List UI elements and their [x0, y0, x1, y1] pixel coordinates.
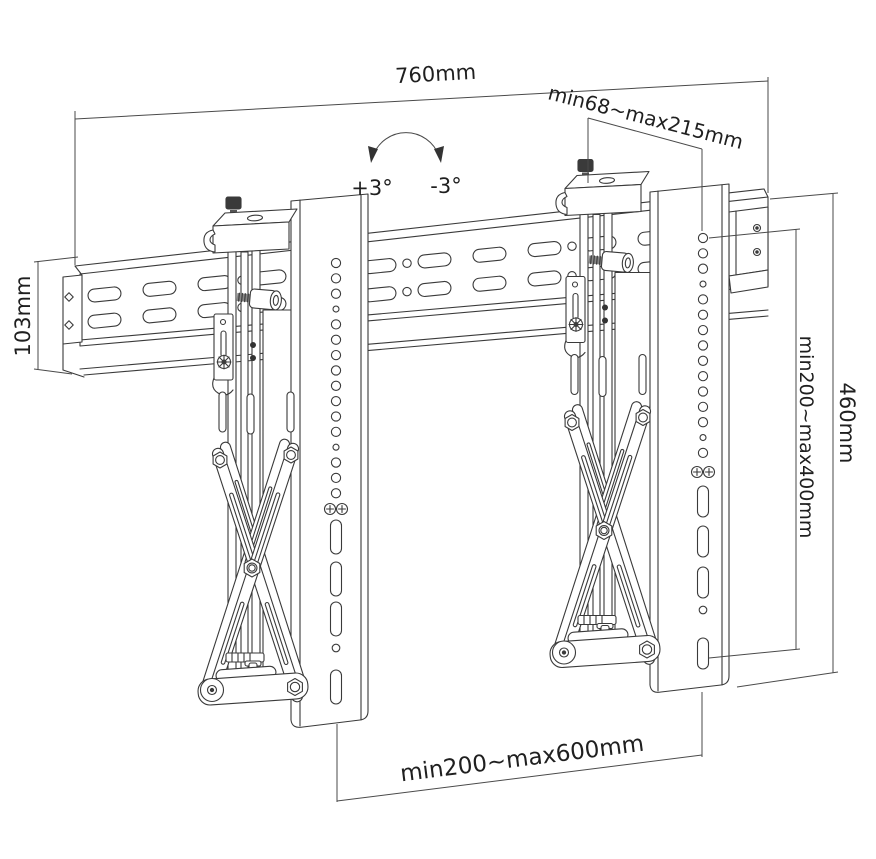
- label-bracket-height: 460mm: [835, 383, 859, 464]
- tilt-indicator: [368, 132, 444, 163]
- vesa-slot-column: [323, 502, 349, 705]
- tilt-arrow-right-icon: [434, 146, 444, 163]
- end-plate-screw: [64, 292, 74, 302]
- tilt-arrow-left-icon: [368, 146, 378, 163]
- rail-hook-bracket: [728, 206, 769, 294]
- left-assembly-hardware: [199, 446, 303, 703]
- dimension-vesa-height: [708, 228, 801, 659]
- label-vesa-height: min200~max400mm: [795, 336, 817, 539]
- dimension-extension-range: [587, 117, 703, 231]
- label-top-width: 760mm: [395, 60, 477, 88]
- label-tilt-up: +3°: [351, 176, 392, 200]
- bracket-screw: [752, 247, 762, 257]
- rail-end-plate: [62, 265, 85, 378]
- right-vesa-plate: [649, 183, 730, 693]
- label-extension-range: min68~max215mm: [546, 80, 746, 153]
- rail-corner: [763, 188, 769, 198]
- vesa-slot-column: [690, 465, 716, 670]
- rail-back-top-edge: [74, 188, 765, 267]
- dimension-vesa-width: [336, 692, 703, 802]
- left-vesa-plate: [290, 193, 369, 728]
- dimension-bracket-height: [736, 192, 839, 688]
- right-assembly-hardware: [551, 408, 655, 665]
- label-tilt-down: -3°: [430, 174, 461, 198]
- end-plate-screw: [64, 320, 74, 330]
- vesa-hole-column: [697, 232, 709, 459]
- label-vesa-width: min200~max600mm: [399, 731, 646, 788]
- dimension-annotations: [33, 77, 839, 802]
- tilt-arc: [372, 132, 440, 157]
- dimension-rail-height: [33, 256, 79, 375]
- bracket-screw: [752, 223, 762, 233]
- vesa-hole-column: [330, 257, 342, 499]
- dimension-top-width: [74, 77, 769, 265]
- label-rail-height: 103mm: [11, 276, 35, 357]
